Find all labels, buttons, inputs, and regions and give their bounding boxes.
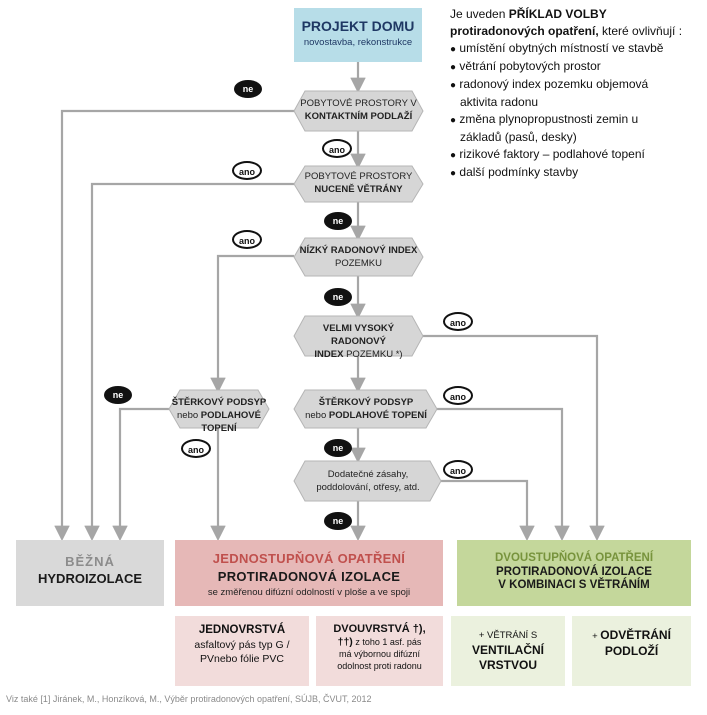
badge-ne-d3: ne bbox=[324, 288, 352, 306]
decision-d4-shape bbox=[293, 315, 424, 357]
sub-odvetrani-line1: ODVĚTRÁNÍ bbox=[600, 628, 671, 642]
decision-d5-line2a: nebo bbox=[177, 410, 201, 421]
info-intro: Je uveden PŘÍKLAD VOLBY protiradonových … bbox=[450, 6, 702, 40]
result-jedno-line2: PROTIRADONOVÁ IZOLACE bbox=[217, 569, 401, 584]
decision-d7-shape bbox=[293, 460, 442, 502]
decision-d7-label: Dodatečné zásahy, poddolování, otřesy, a… bbox=[296, 468, 440, 494]
start-box: PROJEKT DOMU novostavba, rekonstrukce bbox=[294, 8, 422, 62]
info-list-item: ● umístění obytných místností ve stavbě bbox=[450, 41, 664, 55]
sub-dvouvrstva-line1: z toho 1 asf. pás bbox=[352, 637, 422, 647]
badge-ano-d3: ano bbox=[232, 230, 262, 249]
decision-d3-label: NÍZKÝ RADONOVÝ INDEX POZEMKU bbox=[296, 244, 421, 270]
info-panel: Je uveden PŘÍKLAD VOLBY protiradonových … bbox=[450, 6, 702, 182]
badge-ano-d1: ano bbox=[322, 139, 352, 158]
decision-d4-label: VELMI VYSOKÝ RADONOVÝ INDEX POZEMKU *) bbox=[296, 322, 421, 361]
decision-d6-line2a: nebo bbox=[305, 410, 329, 421]
result-bezna: BĚŽNÁ HYDROIZOLACE bbox=[16, 540, 164, 606]
decision-d7-line2: poddolování, otřesy, atd. bbox=[316, 482, 420, 493]
info-list-item: ● rizikové faktory – podlahové topení bbox=[450, 147, 645, 161]
sub-dvouvrstva-title: DVOUVRSTVÁ †), bbox=[333, 623, 426, 635]
result-jedno-line3: se změřenou difúzní odolností v ploše a … bbox=[207, 587, 411, 598]
decision-d6-line2b: PODLAHOVÉ TOPENÍ bbox=[328, 410, 427, 421]
sub-dvouvrstva-line2: má výbornou difúzní bbox=[338, 649, 421, 659]
decision-shapes bbox=[168, 90, 442, 502]
sub-vetrani-line2: VRSTVOU bbox=[478, 658, 537, 672]
sub-dvouvrstva-title2: ††) bbox=[337, 636, 353, 648]
result-dvou: DVOUSTUPŇOVÁ OPATŘENÍ PROTIRADONOVÁ IZOL… bbox=[457, 540, 691, 606]
badge-ne-d6: ne bbox=[324, 439, 352, 457]
info-list-item: ● změna plynopropustnosti zemin u základ… bbox=[450, 112, 639, 144]
decision-d2-shape bbox=[293, 165, 424, 203]
sub-vetrani-pre: + VĚTRÁNÍ S bbox=[478, 630, 538, 641]
sub-vetrani: + VĚTRÁNÍ S VENTILAČNÍ VRSTVOU bbox=[451, 616, 565, 686]
sub-odvetrani-line2: PODLOŽÍ bbox=[604, 644, 659, 658]
start-title: PROJEKT DOMU bbox=[301, 18, 415, 34]
badge-ano-d4: ano bbox=[443, 312, 473, 331]
badge-ano-d7: ano bbox=[443, 460, 473, 479]
info-intro-pre: Je uveden bbox=[450, 7, 509, 21]
result-dvou-line3: V KOMBINACI S VĚTRÁNÍM bbox=[498, 579, 650, 591]
badge-ano-d2: ano bbox=[232, 161, 262, 180]
decision-d5-line1: ŠTĚRKOVÝ PODSYP bbox=[171, 397, 267, 408]
decision-d6-label: ŠTĚRKOVÝ PODSYP nebo PODLAHOVÉ TOPENÍ bbox=[296, 396, 436, 422]
decision-d6-shape bbox=[293, 389, 438, 429]
sub-dvouvrstva-line3: odolnost proti radonu bbox=[337, 661, 422, 671]
decision-d1-label: POBYTOVÉ PROSTORY V KONTAKTNÍM PODLAŽÍ bbox=[296, 97, 421, 123]
footer-reference: Viz také [1] Jiránek, M., Honzíková, M.,… bbox=[6, 694, 372, 704]
decision-d5-shape bbox=[168, 389, 270, 429]
badge-ano-d6: ano bbox=[443, 386, 473, 405]
badge-ne-d2: ne bbox=[324, 212, 352, 230]
badge-ne-d1: ne bbox=[234, 80, 262, 98]
sub-jednovrstva: JEDNOVRSTVÁ asfaltový pás typ G / PVnebo… bbox=[175, 616, 309, 686]
decision-d6-line1: ŠTĚRKOVÝ PODSYP bbox=[318, 397, 414, 408]
badge-ano-d5: ano bbox=[181, 439, 211, 458]
info-intro-bold: PŘÍKLAD VOLBY protiradonových opatření, bbox=[450, 7, 607, 38]
info-list-item: ● větrání pobytových prostor bbox=[450, 59, 601, 73]
decision-d2-line1: POBYTOVÉ PROSTORY bbox=[304, 171, 413, 182]
start-subtitle: novostavba, rekonstrukce bbox=[303, 37, 413, 48]
decision-d3-line1: NÍZKÝ RADONOVÝ INDEX bbox=[299, 245, 418, 256]
sub-odvetrani: + ODVĚTRÁNÍ PODLOŽÍ bbox=[572, 616, 691, 686]
info-list-item: ● radonový index pozemku objemová aktivi… bbox=[450, 77, 649, 109]
info-list: ● umístění obytných místností ve stavbě … bbox=[450, 40, 702, 182]
result-bezna-line1: BĚŽNÁ bbox=[65, 554, 115, 569]
result-jedno: JEDNOSTUPŇOVÁ OPATŘENÍ PROTIRADONOVÁ IZO… bbox=[175, 540, 443, 606]
decision-d4-line2b: POZEMKU *) bbox=[343, 349, 403, 360]
result-bezna-line2: HYDROIZOLACE bbox=[38, 571, 142, 586]
sub-dvouvrstva: DVOUVRSTVÁ †), ††) z toho 1 asf. pás má … bbox=[316, 616, 443, 686]
decision-d3-shape bbox=[293, 237, 424, 277]
decision-d3-line2: POZEMKU bbox=[335, 258, 382, 269]
sub-odvetrani-pre: + bbox=[592, 631, 601, 642]
decision-d2-line2: NUCENĚ VĚTRÁNY bbox=[314, 184, 403, 195]
decision-d4-line2a: INDEX bbox=[314, 349, 344, 360]
decision-d1-line2: KONTAKTNÍM PODLAŽÍ bbox=[304, 111, 413, 122]
sub-vetrani-line1: VENTILAČNÍ bbox=[472, 643, 544, 657]
sub-jednovrstva-line1: asfaltový pás typ G / bbox=[194, 639, 290, 651]
badge-ne-d5: ne bbox=[104, 386, 132, 404]
decision-d5-label: ŠTĚRKOVÝ PODSYP nebo PODLAHOVÉ TOPENÍ bbox=[168, 396, 270, 435]
connector-lines bbox=[54, 62, 605, 542]
decision-d1-shape bbox=[293, 90, 424, 132]
decision-d5-line2b: PODLAHOVÉ TOPENÍ bbox=[200, 410, 261, 434]
decision-d2-label: POBYTOVÉ PROSTORY NUCENĚ VĚTRÁNY bbox=[296, 170, 421, 196]
sub-jednovrstva-line2: PVnebo fólie PVC bbox=[199, 653, 285, 665]
decision-d7-line1: Dodatečné zásahy, bbox=[327, 469, 409, 480]
info-intro-post: které ovlivňují : bbox=[598, 24, 683, 38]
result-jedno-line1: JEDNOSTUPŇOVÁ OPATŘENÍ bbox=[212, 551, 406, 566]
result-dvou-line1: DVOUSTUPŇOVÁ OPATŘENÍ bbox=[494, 552, 654, 564]
decision-d1-line1: POBYTOVÉ PROSTORY V bbox=[300, 98, 417, 109]
badge-ne-d7: ne bbox=[324, 512, 352, 530]
decision-d4-line1: VELMI VYSOKÝ RADONOVÝ bbox=[322, 323, 395, 347]
info-list-item: ● další podmínky stavby bbox=[450, 165, 579, 179]
sub-jednovrstva-title: JEDNOVRSTVÁ bbox=[198, 624, 286, 636]
result-dvou-line2: PROTIRADONOVÁ IZOLACE bbox=[496, 566, 652, 578]
